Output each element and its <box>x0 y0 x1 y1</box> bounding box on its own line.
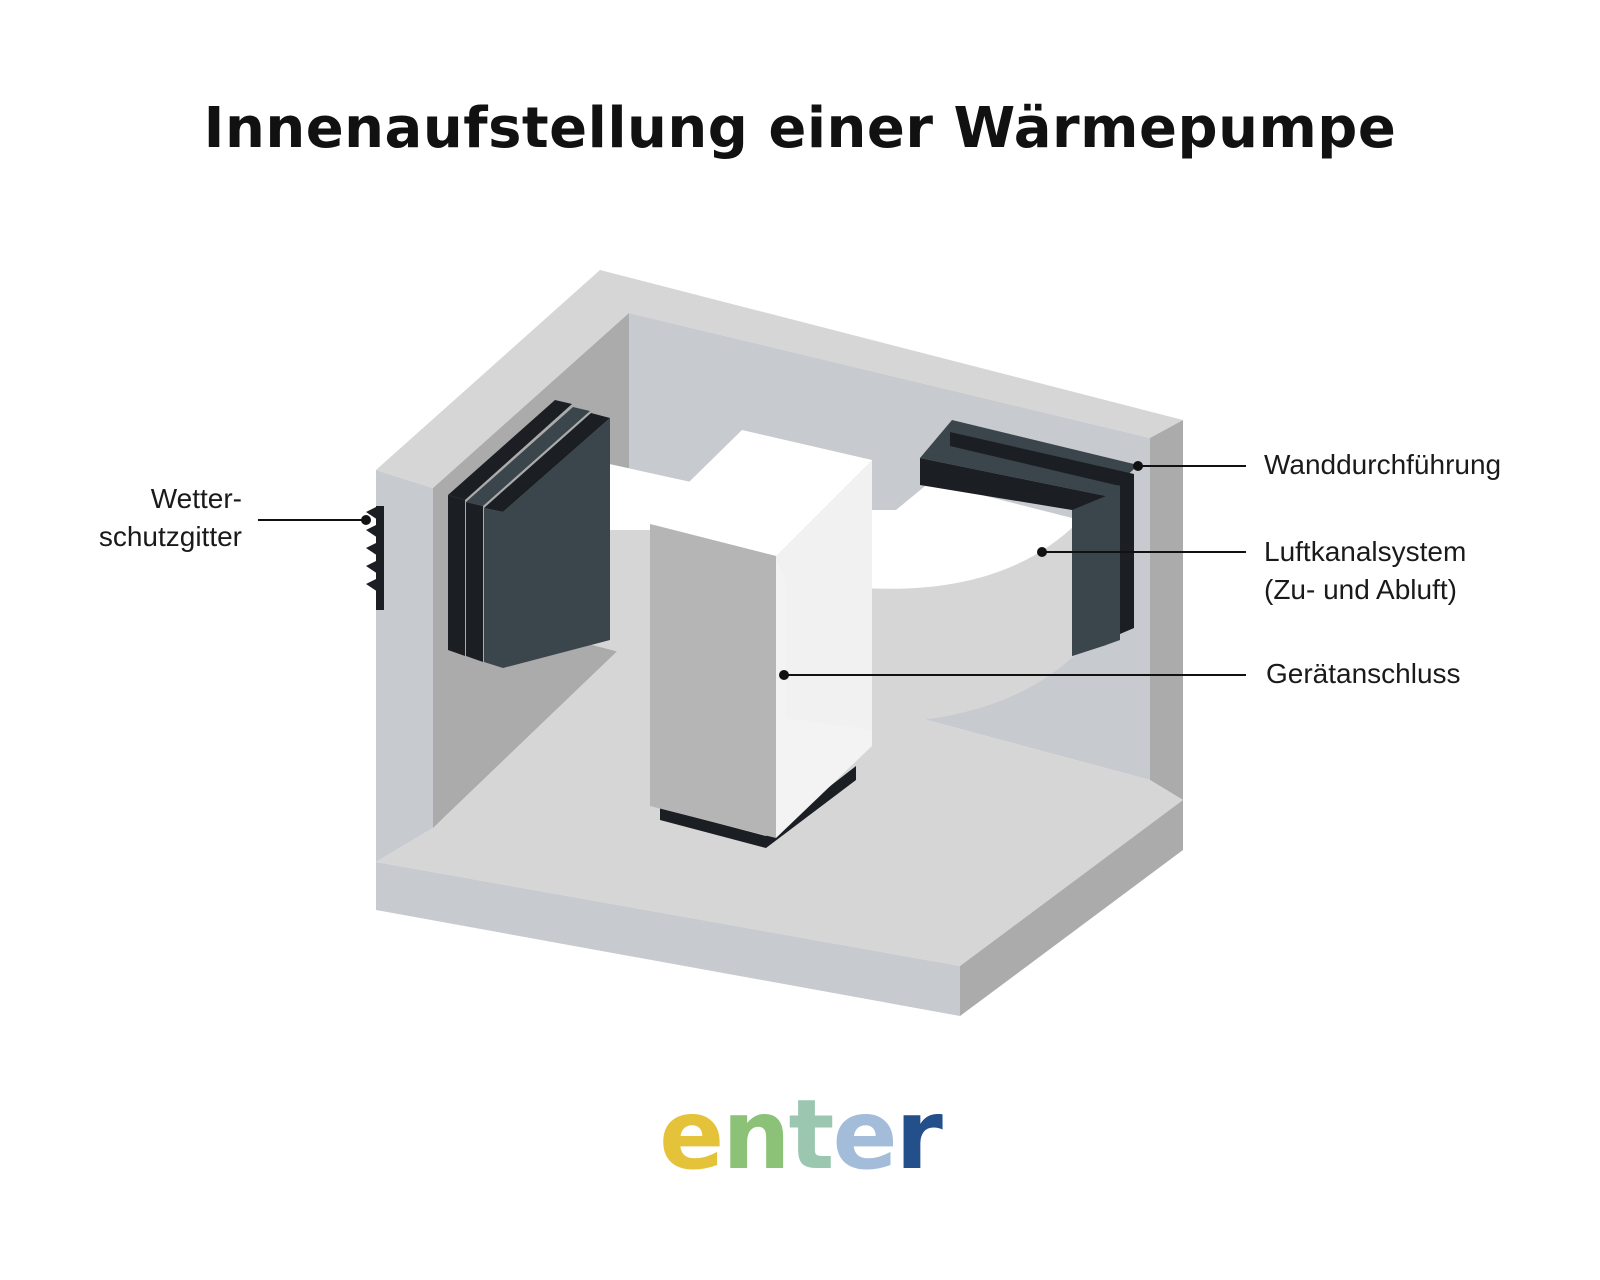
device-front <box>650 524 776 838</box>
leader-lines <box>258 461 1246 680</box>
right-wall-side <box>1150 420 1183 800</box>
heat-pump-unit <box>650 430 872 848</box>
floor-shadow <box>433 640 600 828</box>
weather-grille <box>366 506 384 610</box>
left-wall-outer <box>376 470 433 862</box>
air-duct-label-line1: Luftkanalsystem <box>1264 536 1467 567</box>
air-duct-label: Luftkanalsystem (Zu- und Abluft) <box>1264 533 1466 609</box>
enter-logo: enter <box>0 1085 1600 1185</box>
logo-letter-r: r <box>895 1079 943 1191</box>
logo-letter-e1: e <box>659 1079 724 1191</box>
logo-letter-e2: e <box>832 1079 897 1191</box>
floor-front <box>376 862 960 1016</box>
device-connection-label: Gerätanschluss <box>1266 658 1461 689</box>
weather-grille-label: Wetter- schutzgitter <box>60 480 242 556</box>
weather-grille-label-line1: Wetter- <box>150 483 242 514</box>
air-duct-label-line2: (Zu- und Abluft) <box>1264 574 1457 605</box>
page-title: Innenaufstellung einer Wärmepumpe <box>203 96 1397 161</box>
left-wall-feedthrough <box>448 400 610 668</box>
weather-grille-label-line2: schutzgitter <box>98 521 242 552</box>
right-wall-feedthrough <box>920 420 1138 656</box>
wall-top-rim <box>376 270 1183 488</box>
floor-right <box>960 800 1183 1016</box>
device-side <box>776 556 872 838</box>
logo-letter-t: t <box>788 1079 835 1191</box>
logo-letter-n: n <box>722 1079 790 1191</box>
wall-duct-label: Wanddurchführung <box>1264 449 1502 480</box>
